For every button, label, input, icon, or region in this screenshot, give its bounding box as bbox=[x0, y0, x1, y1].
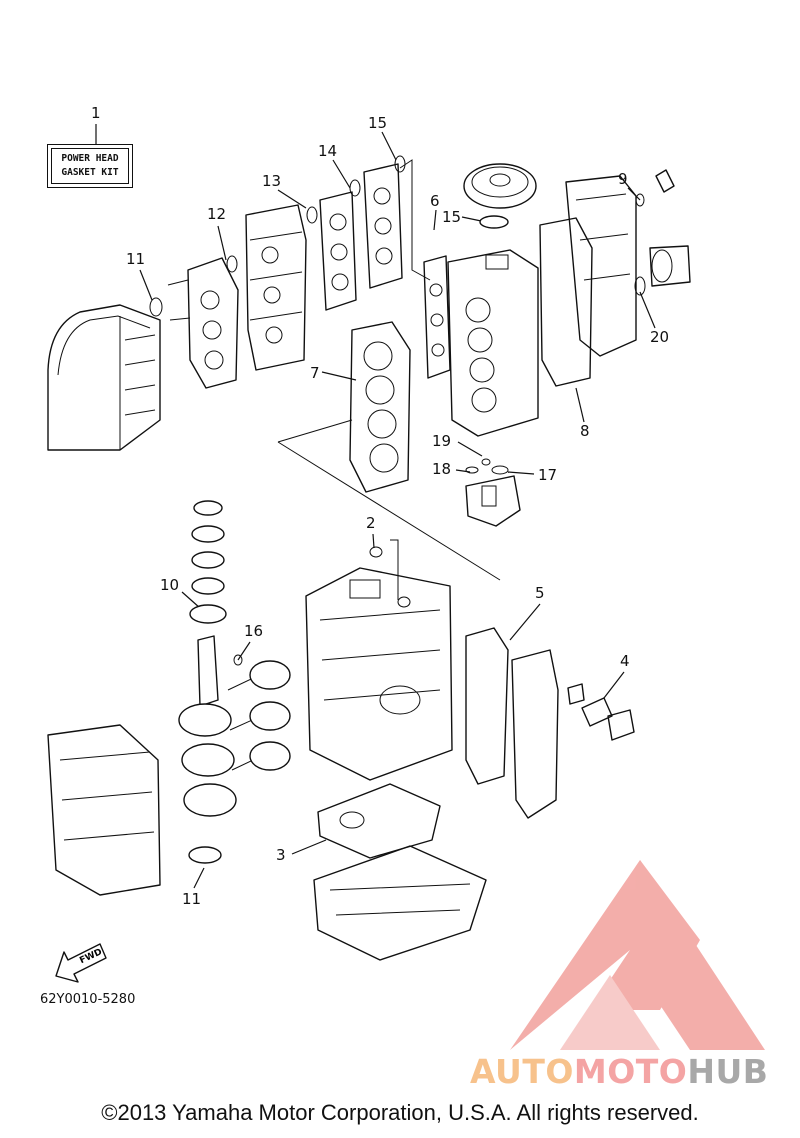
power-head-gasket-kit-label: POWER HEAD GASKET KIT bbox=[47, 144, 133, 188]
exhaust-cover-gasket-2 bbox=[363, 155, 406, 289]
callout-11: 11 bbox=[182, 890, 201, 908]
callout-19: 18 bbox=[432, 460, 451, 478]
crankshaft-bearing-stack bbox=[189, 500, 227, 624]
intake-gasket bbox=[167, 255, 239, 389]
cylinder-head-gasket-strip bbox=[423, 255, 451, 379]
cylinder-head-gasket bbox=[349, 321, 411, 493]
watermark-hub: HUB bbox=[687, 1052, 769, 1091]
watermark-logo bbox=[510, 860, 765, 1050]
callout-4: 4 bbox=[620, 652, 630, 670]
diagram-reference-code: 62Y0010-5280 bbox=[40, 992, 136, 1007]
callout-6: 6 bbox=[430, 192, 440, 210]
watermark-text: AUTOMOTOHUB bbox=[470, 1052, 768, 1091]
oil-pump bbox=[465, 458, 521, 527]
reed-valve-block bbox=[245, 204, 318, 371]
forward-arrow-icon: FWD bbox=[55, 943, 107, 983]
exhaust-cover-gasket bbox=[465, 627, 509, 785]
cylinder-block bbox=[305, 546, 453, 781]
callout-20: 19 bbox=[432, 432, 451, 450]
callout-10: 10 bbox=[160, 576, 179, 594]
callout-12: 12 bbox=[207, 205, 226, 223]
callout-5: 5 bbox=[535, 584, 545, 602]
crankshaft bbox=[178, 635, 291, 864]
callout-8: 8 bbox=[580, 422, 590, 440]
watermark-moto: MOTO bbox=[573, 1052, 688, 1091]
callout-1: 1 bbox=[91, 104, 101, 122]
cylinder-head-cover bbox=[565, 175, 645, 357]
callout-13: 11 bbox=[126, 250, 145, 268]
intake-silencer bbox=[47, 297, 163, 451]
exhaust-cover-gasket-1 bbox=[319, 179, 361, 311]
bottom-gasket bbox=[317, 783, 441, 859]
kit-label-line-2: GASKET KIT bbox=[61, 167, 119, 178]
cylinder-head bbox=[447, 249, 539, 437]
callout-18: 17 bbox=[538, 466, 557, 484]
thermostat-housing-upper bbox=[634, 169, 691, 296]
thermostat-assembly bbox=[567, 683, 635, 741]
callout-2: 2 bbox=[366, 514, 376, 532]
callout-14: 13 bbox=[262, 172, 281, 190]
crankcase-half bbox=[47, 724, 161, 896]
callout-3: 3 bbox=[276, 846, 286, 864]
callout-17: 16 bbox=[244, 622, 263, 640]
exhaust-cover bbox=[511, 649, 559, 819]
kit-label-line-1: POWER HEAD bbox=[61, 153, 119, 164]
callout-15a: 14 bbox=[318, 142, 337, 160]
copyright-notice: ©2013 Yamaha Motor Corporation, U.S.A. A… bbox=[101, 1100, 699, 1125]
oil-pan bbox=[313, 845, 487, 961]
timing-pulley bbox=[463, 163, 537, 229]
callout-21: 20 bbox=[650, 328, 669, 346]
callout-16: 15 bbox=[442, 208, 461, 226]
callout-7: 7 bbox=[310, 364, 320, 382]
watermark-auto: AUTO bbox=[470, 1052, 574, 1091]
callout-15b: 15 bbox=[368, 114, 387, 132]
cylinder-head-cover-gasket bbox=[539, 217, 593, 387]
